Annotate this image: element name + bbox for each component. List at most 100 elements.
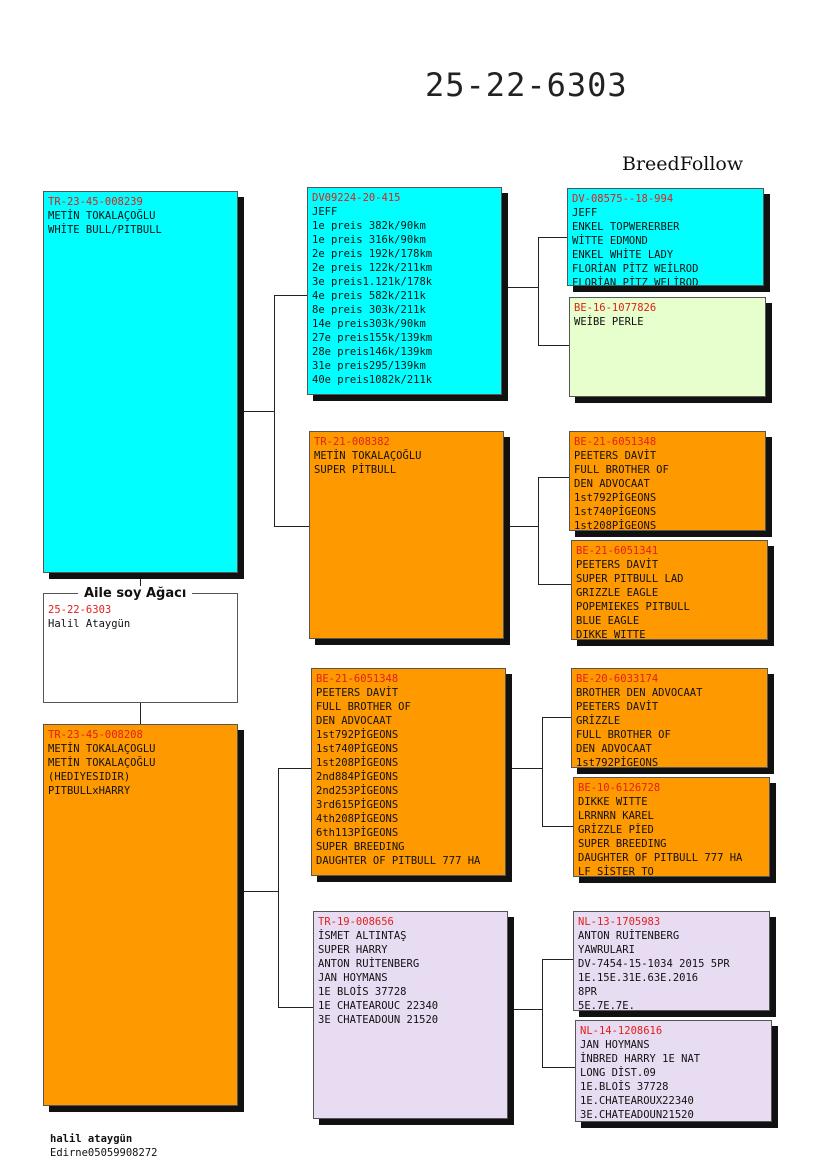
info-line: LONG DİST.09 (580, 1067, 656, 1079)
info-line: (HEDIYESIDIR) (48, 771, 131, 783)
connector-line (538, 237, 568, 238)
info-line: DIKKE WITTE (578, 796, 648, 808)
info-line: FULL BROTHER OF (576, 729, 671, 741)
info-line: 1st208PİGEONS (574, 520, 657, 531)
info-line: ENKEL TOPWERERBER (572, 221, 680, 233)
connector-line (538, 345, 570, 346)
info-line: POPEMIEKES PITBULL (576, 601, 690, 613)
info-line: 3rd615PİGEONS (316, 799, 399, 811)
info-line: DEN ADVOCAAT (576, 743, 652, 755)
info-line: SUPER PİTBULL (314, 464, 397, 476)
info-line: 2e preis 192k/178km (312, 248, 433, 260)
connector-line (278, 768, 312, 769)
footer: halil ataygün Edirne05059908272 (50, 1132, 157, 1160)
ring-id: BE-20-6033174 (576, 673, 659, 685)
info-line: PEETERS DAVİT (574, 450, 657, 462)
info-line: DIKKE WITTE (576, 629, 646, 640)
info-line: METİN TOKALAÇOĞLU (314, 450, 422, 462)
info-line: 1st792PİGEONS (576, 757, 659, 768)
ring-id: TR-23-45-008208 (48, 729, 143, 741)
connector-line (542, 1067, 576, 1068)
info-line: ENKEL WHİTE LADY (572, 249, 674, 261)
info-line: 4e preis 582k/211k (312, 290, 426, 302)
info-line: 1e preis 382k/90km (312, 220, 426, 232)
connector-line (278, 1007, 314, 1008)
ring-number-title: 25-22-6303 (425, 66, 628, 104)
ring-id: DV09224-20-415 (312, 192, 401, 204)
info-line: DAUGHTER OF PITBULL 777 HA (578, 852, 743, 864)
ring-id: BE-21-6051348 (316, 673, 399, 685)
info-line: JEFF (312, 206, 338, 218)
connector-line (140, 703, 141, 725)
info-line: BROTHER DEN ADVOCAAT (576, 687, 703, 699)
owner-contact: Edirne05059908272 (50, 1147, 158, 1159)
connector-line (538, 584, 572, 585)
connector-line (274, 526, 310, 527)
connector-line (542, 959, 543, 1068)
connector-line (510, 1009, 542, 1010)
info-line: DAUGHTER OF PITBULL 777 HA (316, 855, 481, 867)
info-line: METİN TOKALAÇOĞLU (48, 757, 156, 769)
connector-line (542, 826, 574, 827)
info-line: 2nd253PİGEONS (316, 785, 399, 797)
info-line: 5E.7E.7E. (578, 1000, 635, 1011)
info-line: 8e preis 303k/211k (312, 304, 426, 316)
connector-line (240, 411, 274, 412)
info-line: 14e preis303k/90km (312, 318, 426, 330)
info-line: İNBRED HARRY 1E NAT (580, 1053, 701, 1065)
connector-line (538, 477, 570, 478)
ring-id: NL-13-1705983 (578, 916, 661, 928)
info-line: METİN TOKALAÇOĞLU (48, 210, 156, 222)
ring-id: DV-08575--18-994 (572, 193, 674, 205)
info-line: METİN TOKALAÇOGLU (48, 743, 156, 755)
connector-line (542, 717, 543, 827)
info-line: SUPER HARRY (318, 944, 388, 956)
connector-line (240, 891, 278, 892)
info-line: JEFF (572, 207, 598, 219)
info-line: 1E.15E.31E.63E.2016 (578, 972, 699, 984)
connector-line (506, 526, 538, 527)
info-line: 2nd884PİGEONS (316, 771, 399, 783)
info-line: FLORİAN PİTZ WEİLROD (572, 263, 699, 275)
info-line: FULL BROTHER OF (574, 464, 669, 476)
connector-line (278, 768, 279, 1008)
info-line: SUPER BREEDING (578, 838, 667, 850)
connector-line (140, 574, 141, 594)
info-line: 40e preis1082k/211k (312, 374, 433, 386)
info-line: DEN ADVOCAAT (574, 478, 650, 490)
info-line: 3E CHATEADOUN 21520 (318, 1014, 439, 1026)
info-line: 1e preis 316k/90km (312, 234, 426, 246)
info-line: ANTON RUİTENBERG (578, 930, 680, 942)
info-line: 1st792PİGEONS (316, 729, 399, 741)
info-line: 8PR (578, 986, 597, 998)
ring-id: BE-10-6126728 (578, 782, 661, 794)
info-line: GRİZZLE PİED (578, 824, 654, 836)
info-line: WİTTE EDMOND (572, 235, 648, 247)
ring-id: TR-21-008382 (314, 436, 390, 448)
info-line: LF SİSTER TO (578, 866, 654, 877)
info-line: PEETERS DAVİT (576, 701, 659, 713)
info-line: 1E BLOİS 37728 (318, 986, 407, 998)
info-line: LRRNRN KAREL (578, 810, 654, 822)
info-line: 1E CHATEAROUC 22340 (318, 1000, 439, 1012)
ring-id: BE-16-1077826 (574, 302, 657, 314)
info-line: Halil Ataygün (48, 618, 131, 630)
ring-id: 25-22-6303 (48, 604, 112, 616)
info-line: 1st740PİGEONS (316, 743, 399, 755)
info-line: DV-7454-15-1034 2015 5PR (578, 958, 730, 970)
